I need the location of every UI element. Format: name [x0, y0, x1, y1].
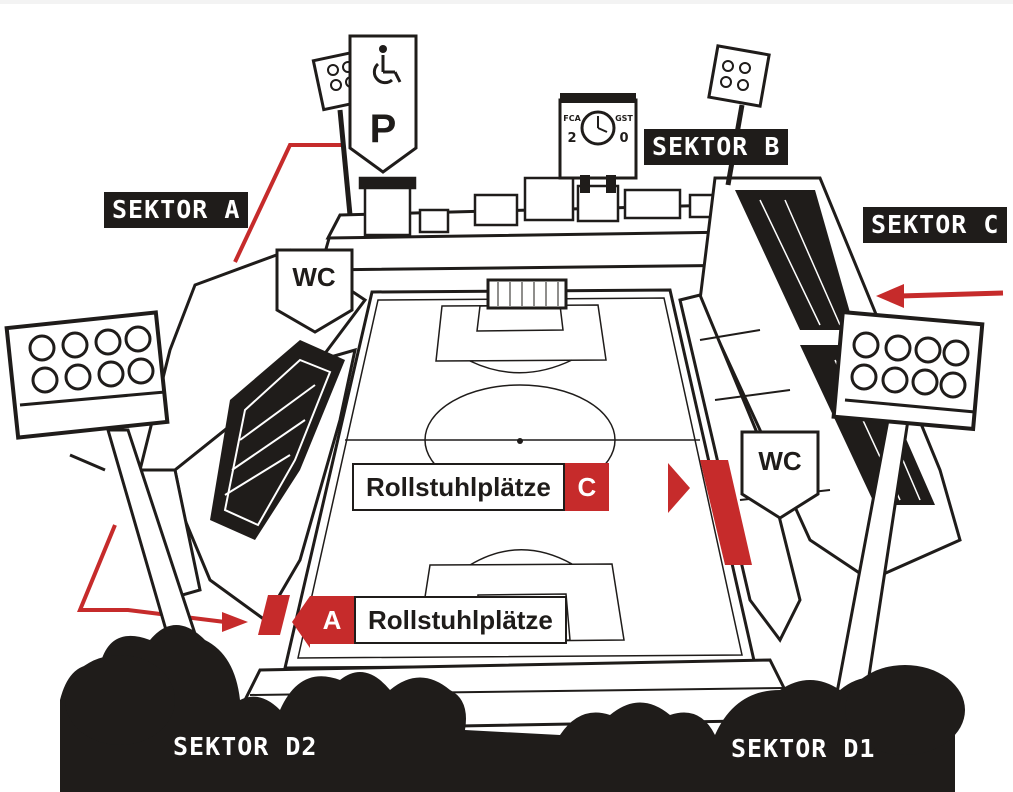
- sektor-b-label: SEKTOR B: [644, 129, 789, 165]
- scoreboard-right-score: 0: [619, 131, 628, 146]
- wheelchair-icon: [372, 45, 402, 85]
- wheelchair-label-a: A Rollstuhlplätze: [310, 596, 567, 644]
- parking-sign: [348, 34, 418, 174]
- kiosk-buildings: [358, 176, 722, 237]
- scoreboard-left-score: 2: [567, 131, 576, 146]
- label-a-pointer: [292, 596, 310, 648]
- wc-label-left: WC: [292, 262, 336, 292]
- wheelchair-label-c-text: Rollstuhlplätze: [352, 463, 565, 511]
- sektor-d2-label: SEKTOR D2: [173, 732, 318, 761]
- stand-sektor-a: [138, 248, 368, 623]
- wheelchair-label-a-text: Rollstuhlplätze: [354, 596, 567, 644]
- sektor-a-label: SEKTOR A: [104, 192, 249, 228]
- wheelchair-label-c-letter: C: [564, 463, 609, 511]
- arrow-left-icon: [876, 284, 904, 308]
- foreground-trees: [60, 625, 965, 792]
- wheelchair-area-a: [258, 595, 290, 635]
- wheelchair-label-c: Rollstuhlplätze C: [352, 463, 609, 511]
- scoreboard-left-top: FCA: [563, 114, 581, 123]
- wheelchair-label-a-letter: A: [310, 596, 354, 644]
- arrow-right-icon: [222, 612, 248, 632]
- sektor-c-label: SEKTOR C: [863, 207, 1008, 243]
- sektor-d1-label: SEKTOR D1: [731, 734, 876, 763]
- route-line-sektor-a: [233, 143, 345, 263]
- wc-sign-left: [275, 248, 354, 334]
- wheelchair-area-c: [700, 460, 752, 565]
- floodlight-icon: [828, 309, 985, 737]
- scoreboard: [558, 93, 638, 193]
- parking-letter: P: [370, 107, 397, 151]
- wc-sign-right: [740, 430, 820, 520]
- label-c-pointer: [668, 463, 690, 513]
- wc-label-right: WC: [758, 446, 802, 476]
- scoreboard-right-top: GST: [615, 114, 633, 123]
- route-line-sektor-c: [899, 290, 1004, 299]
